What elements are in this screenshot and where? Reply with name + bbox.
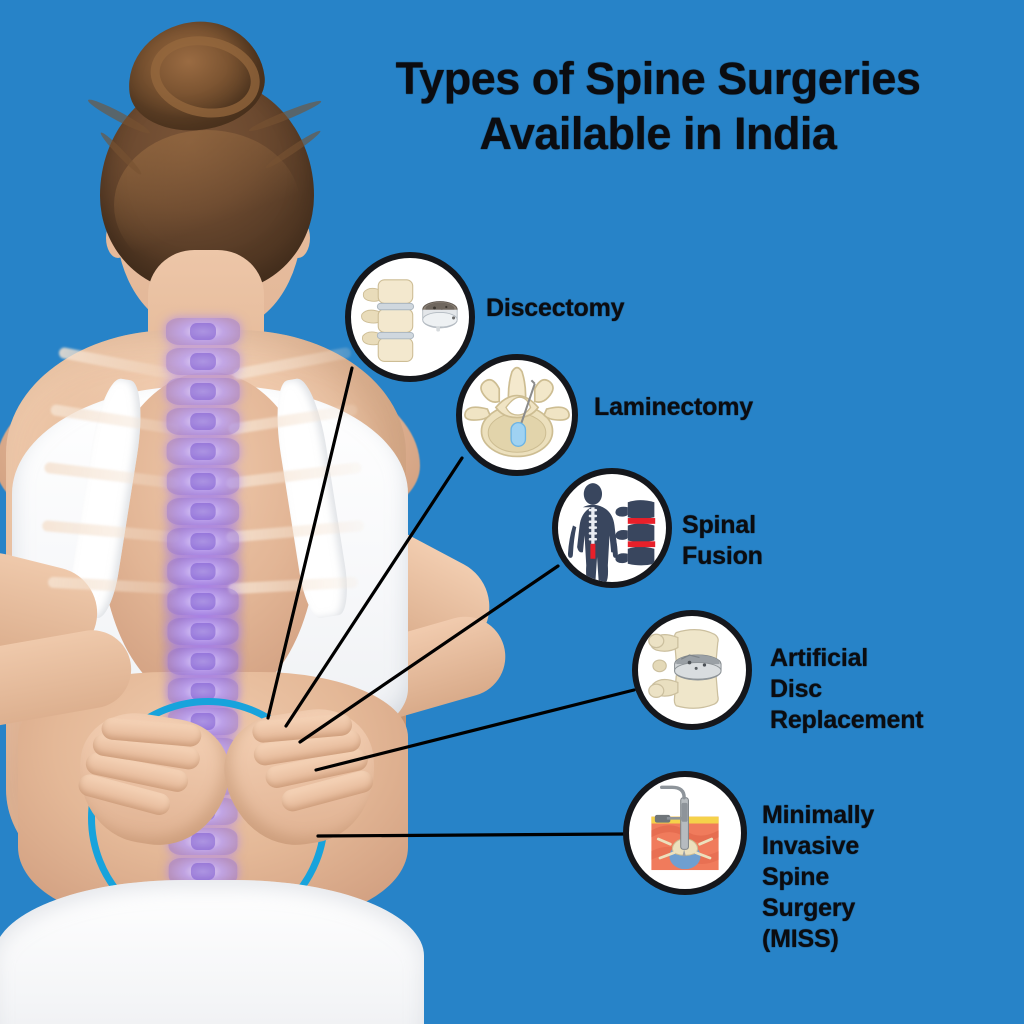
artificial-disc-replacement-label: Artificial Disc Replacement xyxy=(770,643,924,736)
page-title-line-2: Available in India xyxy=(479,107,837,159)
vertebra xyxy=(166,408,240,435)
vertebra xyxy=(166,468,240,495)
torso-and-fused-vertebrae-icon xyxy=(567,483,656,582)
endoscope-through-tissue-layers-icon xyxy=(651,785,719,871)
briefs xyxy=(0,880,424,1024)
laminectomy-icon-bubble[interactable] xyxy=(456,354,578,476)
vertebra xyxy=(167,528,239,555)
laminectomy-label: Laminectomy xyxy=(594,392,753,423)
discectomy-label: Discectomy xyxy=(486,293,625,324)
artificial-disc-replacement-icon-bubble[interactable] xyxy=(632,610,752,730)
spinal-fusion-label: Spinal Fusion xyxy=(682,510,763,572)
page-title: Types of Spine Surgeries Available in In… xyxy=(318,52,998,162)
artificial-disc-replacement-label-line-2: Replacement xyxy=(770,706,924,734)
artificial-disc-replacement-label-line-1: Artificial Disc xyxy=(770,644,869,703)
page-title-line-1: Types of Spine Surgeries xyxy=(395,53,921,104)
vertebra xyxy=(166,348,240,375)
discectomy-label-line-1: Discectomy xyxy=(486,294,625,322)
vertebra xyxy=(166,378,240,405)
spinal-fusion-icon-bubble[interactable] xyxy=(552,468,672,588)
vertebra xyxy=(167,588,239,615)
vertebra xyxy=(166,438,240,465)
vertebrae-with-metal-disc-prosthesis-icon xyxy=(648,629,722,709)
miss-icon-bubble[interactable] xyxy=(623,771,747,895)
miss-label: Minimally Invasive Spine Surgery (MISS) xyxy=(762,800,874,955)
vertebra xyxy=(167,618,239,645)
vertebra xyxy=(167,648,239,675)
vertebrae-with-disc-implant-icon xyxy=(361,279,458,363)
vertebra xyxy=(167,558,239,585)
vertebra xyxy=(166,498,240,525)
spinal-fusion-label-line-1: Spinal Fusion xyxy=(682,511,763,570)
laminectomy-label-line-1: Laminectomy xyxy=(594,393,753,421)
vertebra-cross-section-icon xyxy=(464,366,570,458)
miss-label-line-2: Spine Surgery (MISS) xyxy=(762,863,856,953)
vertebra xyxy=(166,318,240,345)
miss-label-line-1: Minimally Invasive xyxy=(762,801,875,860)
discectomy-icon-bubble[interactable] xyxy=(345,252,475,382)
